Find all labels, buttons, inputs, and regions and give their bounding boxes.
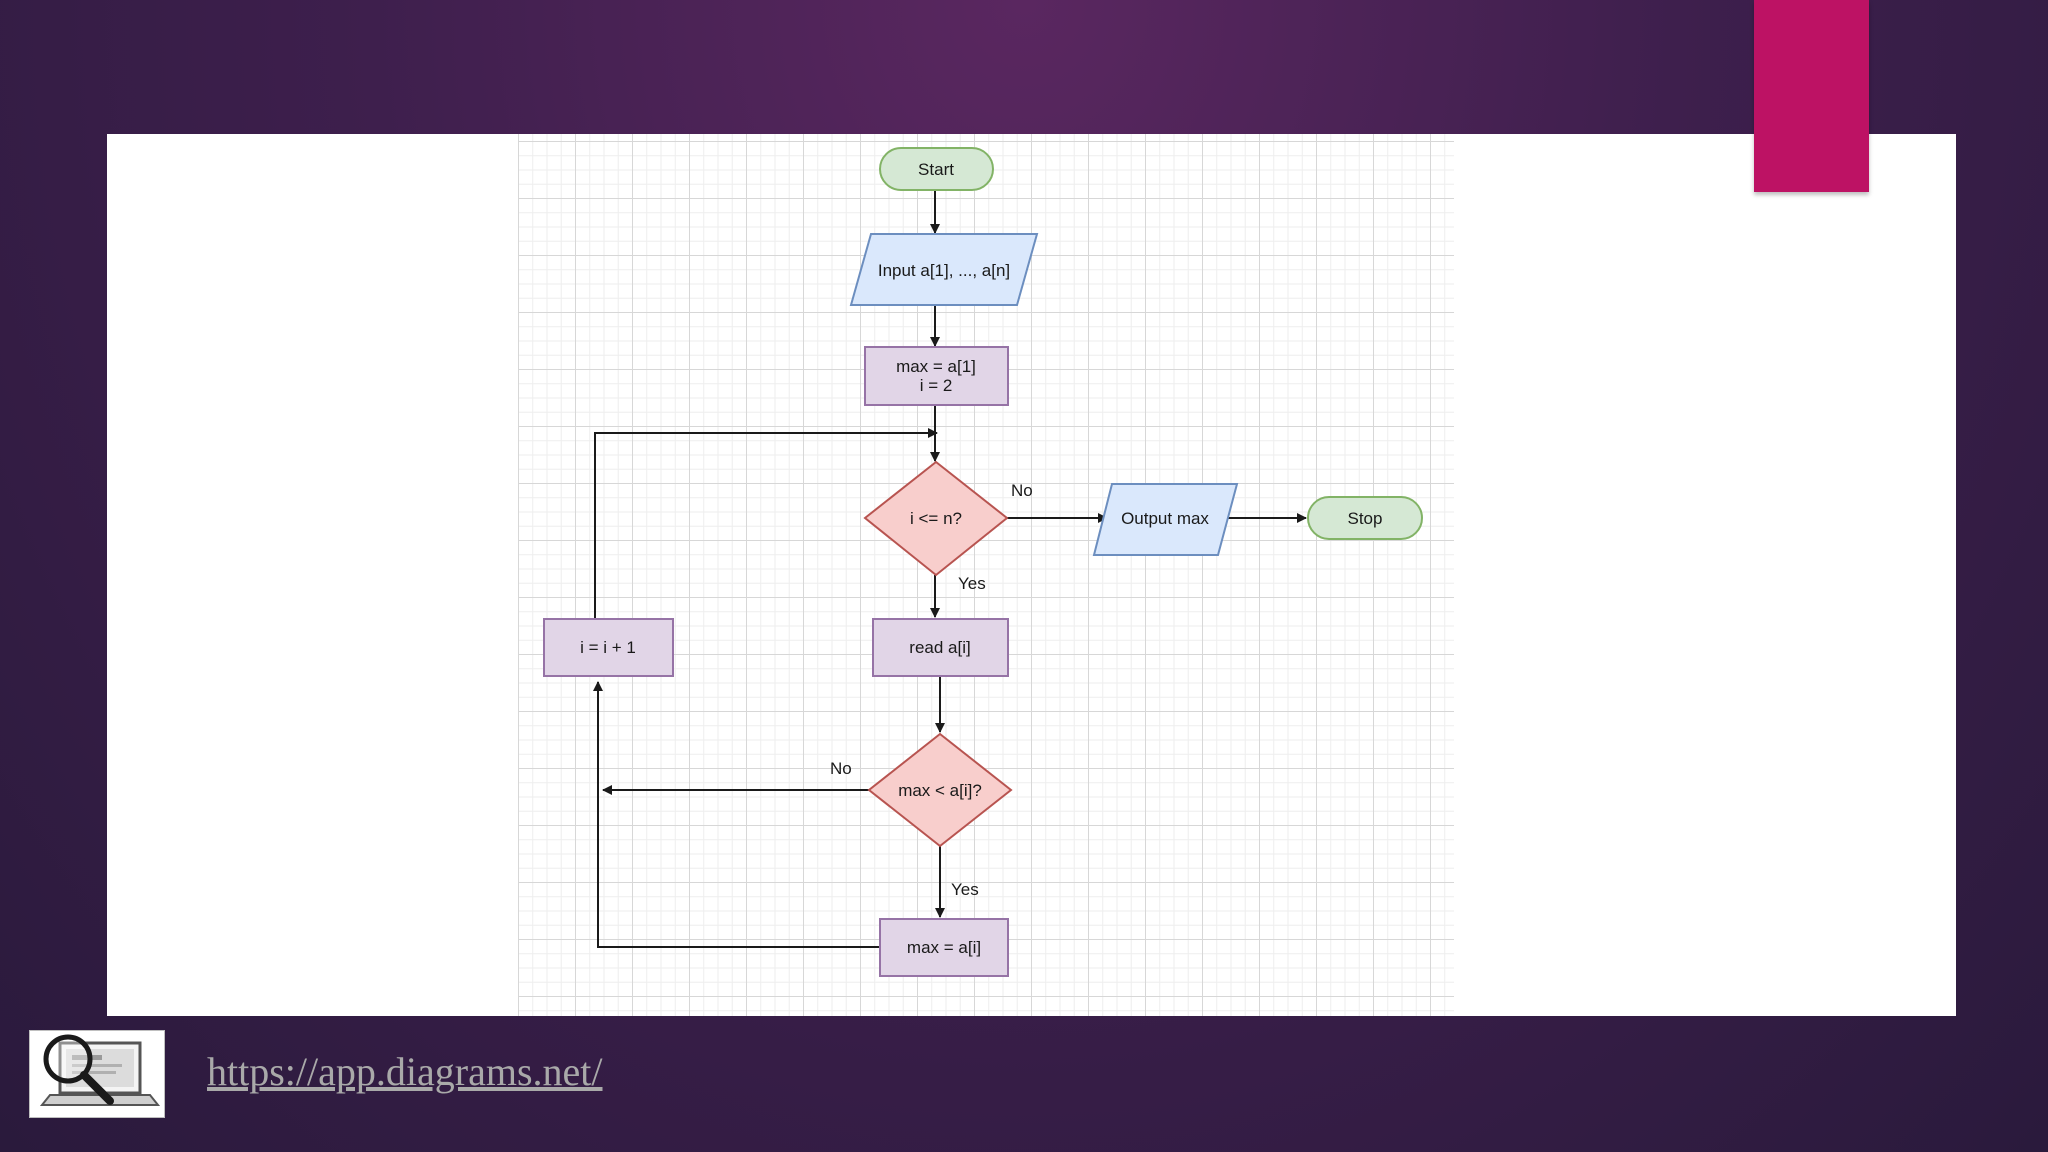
input-node: Input a[1], ..., a[n] <box>849 233 1039 306</box>
condition2-node: max < a[i]? <box>867 732 1013 848</box>
assign-label: max = a[i] <box>907 938 981 957</box>
edge-increment-loop <box>594 428 938 618</box>
condition2-no-label: No <box>830 759 852 778</box>
stop-label: Stop <box>1348 509 1383 528</box>
increment-label: i = i + 1 <box>580 638 636 657</box>
read-node: read a[i] <box>872 618 1009 677</box>
condition1-no-label: No <box>1011 481 1033 500</box>
assign-node: max = a[i] <box>879 918 1009 977</box>
start-label: Start <box>918 160 954 179</box>
output-label: Output max <box>1121 509 1209 528</box>
condition1-yes-label: Yes <box>958 574 986 593</box>
read-label: read a[i] <box>909 638 970 657</box>
init-node: max = a[1] i = 2 <box>864 346 1009 406</box>
start-node: Start <box>879 147 994 191</box>
init-label-line2: i = 2 <box>920 376 953 395</box>
output-node: Output max <box>1092 483 1239 556</box>
condition2-yes-label: Yes <box>951 880 979 899</box>
magnifier-laptop-icon <box>29 1030 165 1118</box>
input-label: Input a[1], ..., a[n] <box>878 261 1010 280</box>
condition2-label: max < a[i]? <box>898 781 982 800</box>
condition1-node: i <= n? <box>863 460 1009 577</box>
edge-assign-increment <box>593 681 880 948</box>
edges <box>593 190 1307 948</box>
increment-node: i = i + 1 <box>543 618 674 677</box>
stop-node: Stop <box>1307 496 1423 540</box>
accent-tab <box>1754 0 1869 192</box>
diagrams-net-link[interactable]: https://app.diagrams.net/ <box>207 1049 603 1094</box>
init-label-line1: max = a[1] <box>896 357 976 376</box>
condition1-label: i <= n? <box>910 509 962 528</box>
